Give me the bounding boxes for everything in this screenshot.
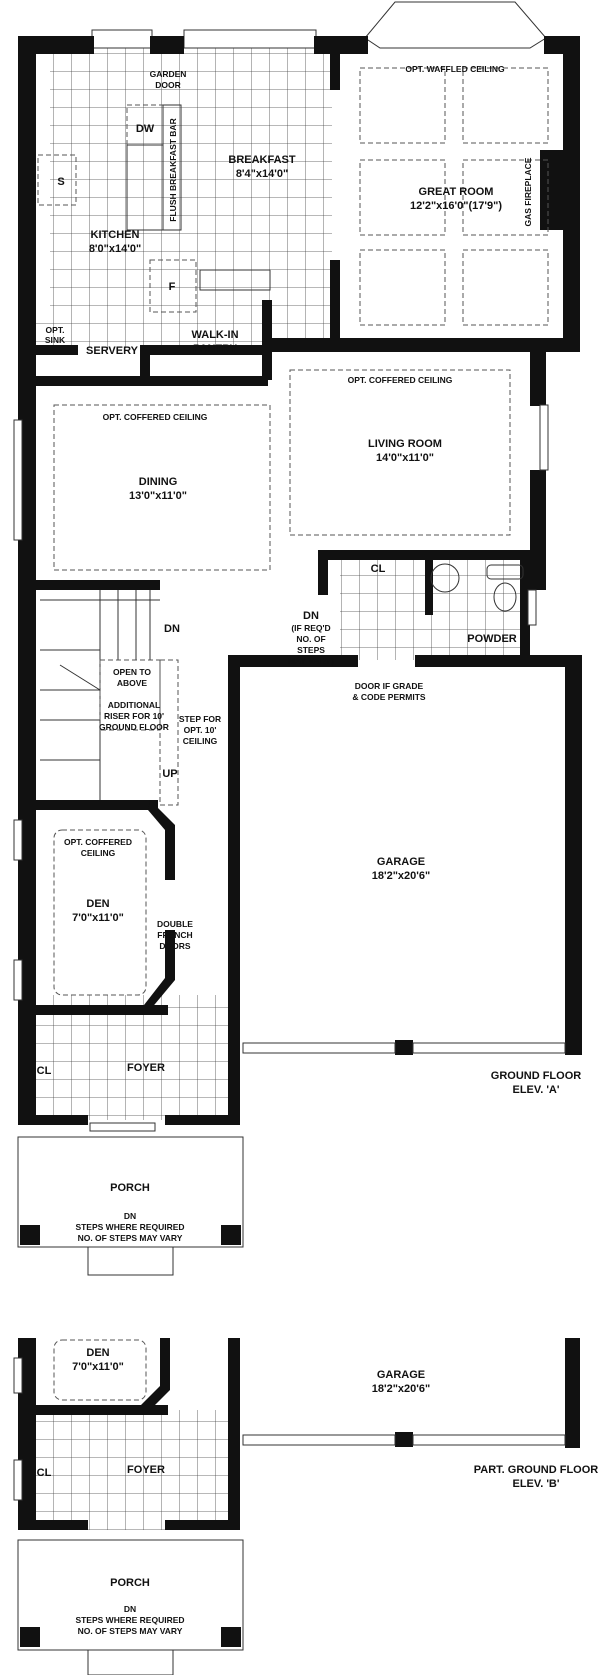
living-ceiling-label: OPT. COFFERED CEILING xyxy=(348,375,453,385)
steps-note: STEPS WHERE REQUIRED xyxy=(75,1222,184,1232)
dn-note: NO. OF xyxy=(296,634,325,644)
open-above-label: ABOVE xyxy=(117,678,148,688)
porch-b-label: PORCH xyxy=(110,1577,150,1589)
garage-size: 18'2"x20'6" xyxy=(372,870,431,882)
garden-door-label: DOOR xyxy=(155,80,181,90)
living-room-size: 14'0"x11'0" xyxy=(376,452,434,464)
french-doors-label: DOUBLE xyxy=(157,919,193,929)
foyer-b-label: FOYER xyxy=(127,1464,165,1476)
french-doors-label: FRENCH xyxy=(157,930,192,940)
living-window xyxy=(539,404,549,471)
dishwasher-label: DW xyxy=(136,123,155,135)
open-above-label: OPEN TO xyxy=(113,667,151,677)
porch-b-dn-label: DN xyxy=(124,1604,136,1614)
garage-door-2 xyxy=(412,1042,566,1054)
den-name: DEN xyxy=(86,898,109,910)
door-note: & CODE PERMITS xyxy=(352,692,426,702)
garden-door-frame xyxy=(91,29,153,49)
waffled-ceiling-label: OPT. WAFFLED CEILING xyxy=(405,64,505,74)
breakfast-bar-label: FLUSH BREAKFAST BAR xyxy=(168,118,178,221)
riser-note: GROUND FLOOR xyxy=(99,722,169,732)
step-note: STEP FOR xyxy=(179,714,221,724)
plan-a-elevation: ELEV. 'A' xyxy=(512,1084,559,1096)
den-window-bottom xyxy=(13,959,23,1001)
den-ceiling-label: CEILING xyxy=(81,848,116,858)
part-ground-floor-elev-b: DEN 7'0"x11'0" GARAGE 18'2"x20'6" CL FOY… xyxy=(13,1338,599,1675)
porch-label: PORCH xyxy=(110,1182,150,1194)
garage-b-name: GARAGE xyxy=(377,1369,425,1381)
living-room-name: LIVING ROOM xyxy=(368,438,442,450)
fireplace-label: GAS FIREPLACE xyxy=(523,157,533,226)
foyer-tile-floor xyxy=(36,995,228,1120)
steps-b-note: STEPS WHERE REQUIRED xyxy=(75,1615,184,1625)
dn-note: DN xyxy=(303,610,319,622)
porch-dn-label: DN xyxy=(124,1211,136,1221)
kitchen-window xyxy=(183,29,317,49)
garage-b-size: 18'2"x20'6" xyxy=(372,1383,431,1395)
breakfast-name: BREAKFAST xyxy=(228,154,296,166)
great-room-name: GREAT ROOM xyxy=(419,186,494,198)
foyer-closet-label: CL xyxy=(37,1065,52,1077)
step-note: OPT. 10' xyxy=(184,725,217,735)
walls xyxy=(18,36,582,1125)
stairs-up-label: UP xyxy=(162,768,177,780)
steps-note: NO. OF STEPS MAY VARY xyxy=(78,1233,183,1243)
ground-floor-elev-a: GARDEN DOOR DW FLUSH BREAKFAST BAR S F B… xyxy=(13,1,582,1276)
pantry-label: WALK-IN xyxy=(191,329,238,341)
den-ceiling-label: OPT. COFFERED xyxy=(64,837,132,847)
foyer-label: FOYER xyxy=(127,1062,165,1074)
plan-a-title: GROUND FLOOR xyxy=(491,1070,581,1082)
sink-label: S xyxy=(57,176,64,188)
steps-b-note: NO. OF STEPS MAY VARY xyxy=(78,1626,183,1636)
closet-label: CL xyxy=(371,563,386,575)
den-size: 7'0"x11'0" xyxy=(72,912,124,924)
garage-name: GARAGE xyxy=(377,856,425,868)
dining-ceiling-label: OPT. COFFERED CEILING xyxy=(103,412,208,422)
garden-door-label: GARDEN xyxy=(150,69,187,79)
dining-name: DINING xyxy=(139,476,178,488)
step-note: CEILING xyxy=(183,736,218,746)
fridge-label: F xyxy=(169,281,176,293)
den-b-name: DEN xyxy=(86,1347,109,1359)
riser-note: RISER FOR 10' xyxy=(104,711,164,721)
stairs-down-label: DN xyxy=(164,623,180,635)
bay-window xyxy=(364,1,547,49)
garage-door-1 xyxy=(242,1042,396,1054)
dn-note: STEPS xyxy=(297,645,325,655)
french-doors-label: DOORS xyxy=(159,941,191,951)
kitchen-tile-floor xyxy=(36,48,332,348)
staircase xyxy=(40,590,179,806)
dn-note: MAY VARY) xyxy=(288,656,334,666)
den-b-size: 7'0"x11'0" xyxy=(72,1361,124,1373)
dining-size: 13'0"x11'0" xyxy=(129,490,187,502)
den-window-top xyxy=(13,819,23,861)
powder-label: POWDER xyxy=(467,633,517,645)
servery-label: SERVERY xyxy=(86,345,139,357)
foyer-b-closet-label: CL xyxy=(37,1467,52,1479)
great-room-size: 12'2"x16'0"(17'9") xyxy=(410,200,502,212)
kitchen-size: 8'0"x14'0" xyxy=(89,243,141,255)
pantry-label: PANTRY xyxy=(193,343,238,355)
opt-sink-label: OPT. xyxy=(46,325,65,335)
powder-window xyxy=(527,589,537,626)
plan-b-title: PART. GROUND FLOOR xyxy=(474,1464,599,1476)
door-note: DOOR IF GRADE xyxy=(355,681,424,691)
kitchen-name: KITCHEN xyxy=(91,229,140,241)
breakfast-size: 8'4"x14'0" xyxy=(236,168,288,180)
riser-note: ADDITIONAL xyxy=(108,700,160,710)
dn-note: (IF REQ'D xyxy=(291,623,330,633)
plan-b-elevation: ELEV. 'B' xyxy=(512,1478,559,1490)
opt-sink-label: SINK xyxy=(45,335,66,345)
dining-window xyxy=(13,419,23,541)
